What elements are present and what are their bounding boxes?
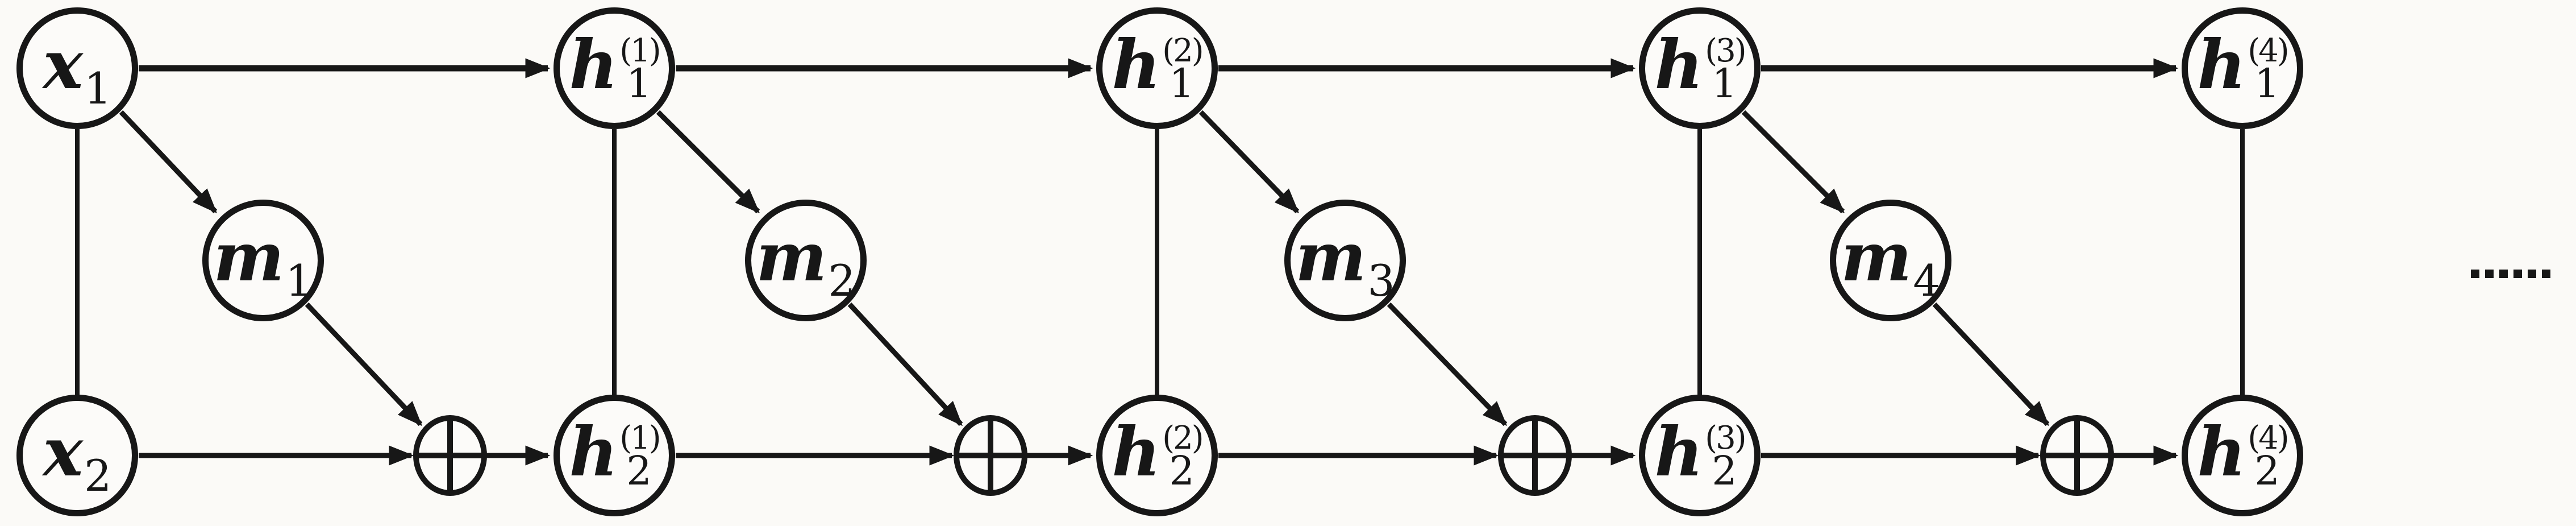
node-h2-1-label: h <box>569 412 618 491</box>
ellipsis-dots <box>2471 270 2550 278</box>
node-m2-label: m <box>756 217 827 296</box>
edge-h1_1-m2 <box>656 110 760 214</box>
node-h1-4: h (4)1 <box>2182 7 2303 129</box>
node-h1-1: h (1)1 <box>554 7 675 129</box>
node-h2-4-label: h <box>2197 412 2246 491</box>
node-h2-1-superscript: (1) <box>619 420 661 457</box>
node-h2-3-scripts: (3)2 <box>1705 420 1746 494</box>
node-m3-label: m <box>1295 217 1367 296</box>
edge-h1_2-m3 <box>1198 110 1300 214</box>
node-h1-3-scripts: (3)1 <box>1705 32 1746 107</box>
node-h2-2: h (2)2 <box>1096 395 1218 516</box>
node-m4-label: m <box>1841 217 1912 296</box>
edge-m3-sum3 <box>1387 302 1508 426</box>
node-h2-2-label: h <box>1112 412 1161 491</box>
sum-operator-2 <box>954 415 1027 496</box>
node-h1-2-scripts: (2)1 <box>1162 32 1204 107</box>
node-h2-1: h (1)2 <box>554 395 675 516</box>
node-h1-1-label: h <box>569 25 618 104</box>
node-x2-subscript: 2 <box>84 450 112 501</box>
node-h2-3-superscript: (3) <box>1705 420 1746 457</box>
edge-x1-m1 <box>119 110 218 214</box>
node-h2-1-scripts: (1)2 <box>619 420 661 494</box>
node-h1-1-subscript: 1 <box>626 60 652 107</box>
node-h1-3-superscript: (3) <box>1705 32 1746 69</box>
node-h1-1-superscript: (1) <box>619 32 661 69</box>
node-h1-2-superscript: (2) <box>1162 32 1204 69</box>
node-h1-4-label: h <box>2197 25 2246 104</box>
node-x2-label: x <box>43 412 83 491</box>
node-h2-1-subscript: 2 <box>626 448 652 494</box>
node-m4-subscript: 4 <box>1913 255 1941 306</box>
edge-m1-sum1 <box>305 302 423 426</box>
node-h1-3-subscript: 1 <box>1712 60 1737 107</box>
sum-operator-3 <box>1498 415 1572 496</box>
node-h1-4-scripts: (4)1 <box>2248 32 2289 107</box>
node-h2-4-scripts: (4)2 <box>2248 420 2289 494</box>
edge-h1_3-m4 <box>1741 110 1845 214</box>
node-m1-subscript: 1 <box>285 255 313 306</box>
node-h2-4: h (4)2 <box>2182 395 2303 516</box>
node-h2-3-label: h <box>1654 412 1704 491</box>
node-h1-3: h (3)1 <box>1639 7 1761 129</box>
node-h1-2-label: h <box>1112 25 1161 104</box>
node-m3-subscript: 3 <box>1367 255 1395 306</box>
node-h1-4-subscript: 1 <box>2254 60 2280 107</box>
node-h2-2-subscript: 2 <box>1169 448 1195 494</box>
node-h1-2: h (2)1 <box>1096 7 1218 129</box>
node-h2-3: h (3)2 <box>1639 395 1761 516</box>
node-h1-3-label: h <box>1654 25 1704 104</box>
edge-m2-sum2 <box>847 302 963 426</box>
node-h1-2-subscript: 1 <box>1169 60 1195 107</box>
node-h2-4-superscript: (4) <box>2248 420 2289 457</box>
node-h1-4-superscript: (4) <box>2248 32 2289 69</box>
sum-operator-4 <box>2040 415 2114 496</box>
node-m1-label: m <box>213 217 285 296</box>
node-h1-1-scripts: (1)1 <box>619 32 661 107</box>
edge-m4-sum4 <box>1932 302 2050 426</box>
node-x1-label: x <box>43 25 83 104</box>
node-h2-3-subscript: 2 <box>1712 448 1737 494</box>
node-m2-subscript: 2 <box>828 255 856 306</box>
sum-operator-1 <box>413 415 487 496</box>
node-h2-2-superscript: (2) <box>1162 420 1204 457</box>
node-x1-subscript: 1 <box>84 63 112 114</box>
node-h2-2-scripts: (2)2 <box>1162 420 1204 494</box>
node-h2-4-subscript: 2 <box>2254 448 2280 494</box>
